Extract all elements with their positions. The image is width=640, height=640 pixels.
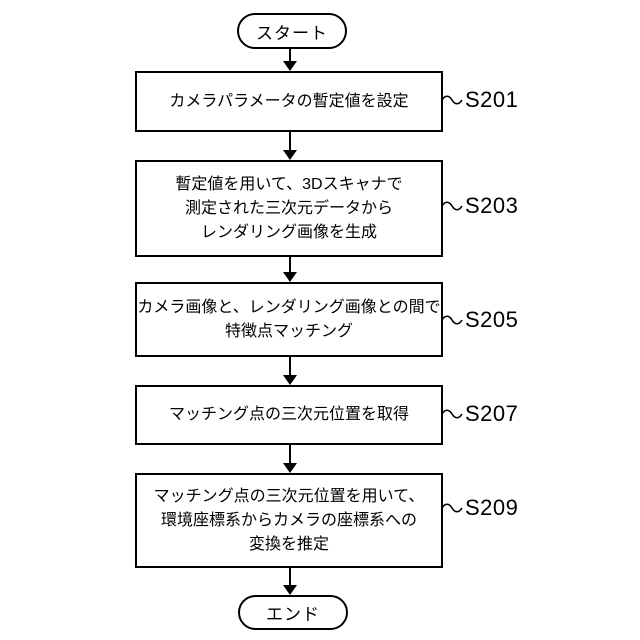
step-ref-s209: S209 [441,494,518,522]
flow-arrow [283,357,297,385]
step-code: S209 [465,495,519,520]
step-ref-s201: S201 [441,86,518,114]
arrow-stem [289,445,291,464]
step-ref-s205: S205 [441,306,518,334]
arrow-head-icon [283,585,297,595]
tilde-connector-icon [441,95,463,105]
step-code: S203 [465,193,519,218]
arrow-head-icon [283,61,297,71]
process-text: マッチング点の三次元位置を用いて、 [153,487,425,505]
process-text: 特徴点マッチング [224,322,353,340]
process-box-s205: カメラ画像と、レンダリング画像との間で 特徴点マッチング [135,282,443,357]
step-ref-s203: S203 [441,192,518,220]
flow-arrow [283,257,297,282]
process-text: 変換を推定 [248,535,329,553]
flow-arrow [283,445,297,473]
arrow-head-icon [283,375,297,385]
step-code: S201 [465,87,519,112]
arrow-stem [289,132,291,151]
tilde-connector-icon [441,315,463,325]
flow-arrow [283,49,297,71]
flow-arrow [283,132,297,160]
arrow-head-icon [283,463,297,473]
step-ref-s207: S207 [441,400,518,428]
process-box-s207: マッチング点の三次元位置を取得 [135,385,443,445]
process-text: 環境座標系からカメラの座標系への [160,511,417,529]
arrow-stem [289,568,291,586]
tilde-connector-icon [441,201,463,211]
process-text: 暫定値を用いて、3Dスキャナで [175,175,403,193]
end-terminal: エンド [238,595,348,630]
start-terminal-label: スタート [256,23,328,43]
process-text: 測定された三次元データから [184,199,393,217]
process-box-s209: マッチング点の三次元位置を用いて、 環境座標系からカメラの座標系への 変換を推定 [135,473,443,568]
tilde-connector-icon [441,409,463,419]
process-box-s201: カメラパラメータの暫定値を設定 [135,71,443,132]
step-code: S207 [465,401,519,426]
flow-arrow [283,568,297,595]
arrow-stem [289,357,291,376]
process-text: カメラパラメータの暫定値を設定 [169,92,409,110]
tilde-connector-icon [441,503,463,513]
process-text: レンダリング画像を生成 [200,223,377,241]
step-code: S205 [465,307,519,332]
start-terminal: スタート [237,13,347,49]
arrow-head-icon [283,150,297,160]
process-box-s203: 暫定値を用いて、3Dスキャナで 測定された三次元データから レンダリング画像を生… [135,160,443,257]
process-text: マッチング点の三次元位置を取得 [168,406,409,423]
end-terminal-label: エンド [266,605,320,624]
process-text: カメラ画像と、レンダリング画像との間で [137,298,441,316]
arrow-stem [289,257,291,273]
arrow-stem [289,49,291,62]
arrow-head-icon [283,272,297,282]
